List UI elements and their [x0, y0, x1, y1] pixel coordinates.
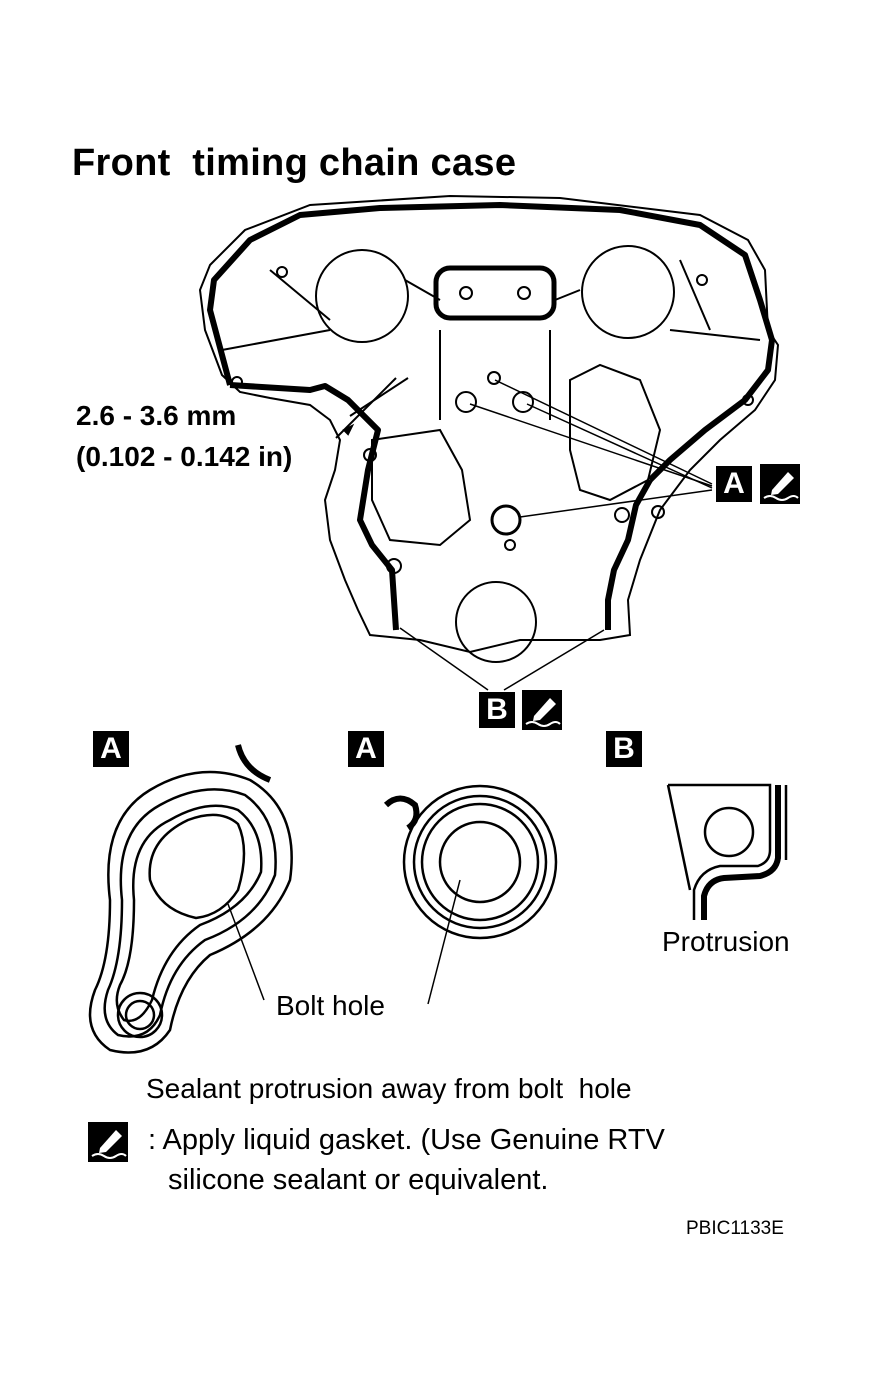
liquid-gasket-icon	[88, 1122, 128, 1162]
sealant-bead-upper	[207, 202, 775, 483]
figure-code: PBIC1133E	[686, 1218, 784, 1239]
legend-line-2: silicone sealant or equivalent.	[168, 1164, 549, 1196]
marker-a-main: A	[716, 466, 752, 502]
dimension-imperial: (0.102 - 0.142 in)	[76, 441, 293, 472]
left-cam-hole	[315, 249, 409, 343]
liquid-gasket-icon	[522, 690, 562, 730]
right-window	[569, 363, 662, 502]
diagram-title: Front timing chain case	[72, 142, 517, 184]
legend-line-1: : Apply liquid gasket. (Use Genuine RTV	[148, 1124, 665, 1156]
bolt-hole-label: Bolt hole	[276, 990, 385, 1021]
caption: Sealant protrusion away from bolt hole	[146, 1073, 632, 1104]
detail-a-left-outer	[88, 770, 293, 1054]
liquid-gasket-icon	[760, 464, 800, 504]
crank-hole	[455, 581, 537, 663]
case-outline	[198, 194, 780, 654]
detail-a-center-outer	[402, 784, 558, 940]
detail-a-left-marker: A	[93, 731, 129, 767]
center-plate	[433, 265, 557, 321]
sealant-bead-left	[229, 382, 399, 631]
protrusion-label: Protrusion	[662, 926, 790, 957]
left-window	[371, 428, 472, 547]
detail-b-section	[668, 783, 772, 920]
dimension-metric: 2.6 - 3.6 mm	[76, 400, 237, 431]
marker-b-main: B	[479, 692, 515, 728]
detail-b-marker: B	[606, 731, 642, 767]
right-cam-hole	[581, 245, 675, 339]
detail-a-center-marker: A	[348, 731, 384, 767]
